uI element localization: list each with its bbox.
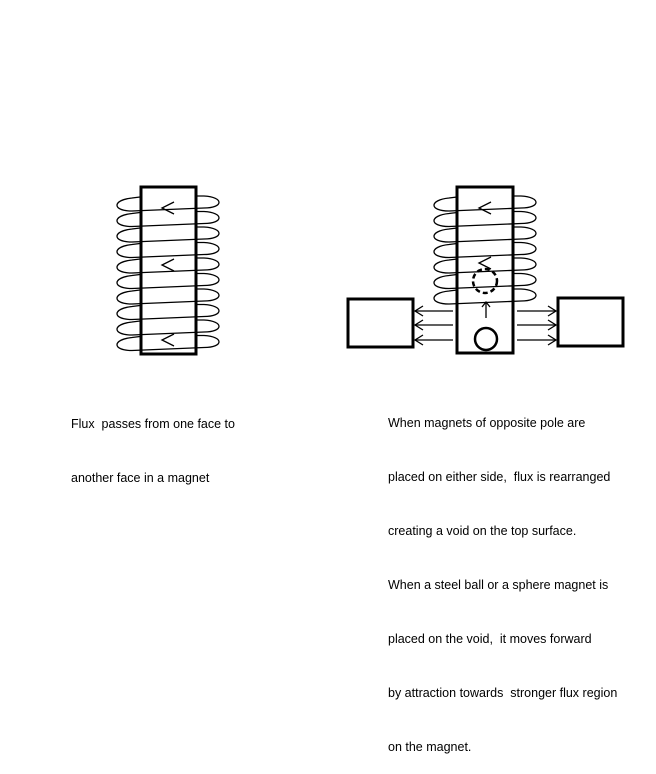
diagram: [116, 185, 625, 356]
right-flux-coils: [433, 195, 537, 305]
left-caption: Flux passes from one face to another fac…: [71, 379, 235, 505]
caption-line: by attraction towards stronger flux regi…: [388, 686, 618, 700]
flux-loop: [116, 241, 220, 259]
flux-loop: [433, 195, 537, 212]
flux-loop: [116, 319, 220, 336]
caption-line: another face in a magnet: [71, 471, 210, 485]
flux-loop: [433, 288, 537, 305]
left-flux-coils: [116, 195, 220, 352]
caption-line: creating a void on the top surface.: [388, 524, 577, 538]
flux-arrow-icon: [477, 201, 492, 215]
flux-loop: [433, 210, 537, 228]
arrow-right-icon: [547, 319, 558, 331]
side-flux-arrows: [413, 305, 558, 346]
left-flux-arrows: [160, 201, 175, 347]
arrow-right-icon: [547, 305, 558, 317]
caption-line: placed on either side, flux is rearrange…: [388, 470, 611, 484]
flux-loop: [116, 226, 220, 243]
caption-line: Flux passes from one face to: [71, 417, 235, 431]
flux-arrow-icon: [477, 256, 492, 270]
left-magnet: [139, 185, 198, 356]
flux-loop: [433, 226, 537, 243]
left-opposite-magnet: [346, 297, 415, 349]
flux-loop: [433, 241, 537, 259]
flux-loop: [116, 195, 220, 212]
caption-line: When a steel ball or a sphere magnet is: [388, 578, 609, 592]
arrow-left-icon: [413, 319, 424, 331]
caption-line: When magnets of opposite pole are: [388, 416, 586, 430]
arrow-right-icon: [547, 334, 558, 346]
flux-loop: [116, 303, 220, 321]
arrow-left-icon: [413, 305, 424, 317]
arrow-left-icon: [413, 334, 424, 346]
flux-arrow-icon: [160, 201, 175, 215]
flux-loop: [116, 210, 220, 228]
right-caption: When magnets of opposite pole are placed…: [388, 378, 617, 774]
right-opposite-magnet: [556, 296, 625, 348]
flux-arrow-icon: [160, 333, 175, 347]
caption-line: on the magnet.: [388, 740, 472, 754]
up-arrow-icon: [481, 300, 491, 318]
right-flux-arrows: [477, 201, 492, 270]
flux-loop: [116, 272, 220, 290]
steel-ball: [473, 326, 499, 352]
flux-loop: [433, 272, 537, 290]
caption-line: placed on the void, it moves forward: [388, 632, 592, 646]
center-magnet: [455, 185, 515, 355]
flux-loop: [116, 288, 220, 305]
void-dashed-circle: [471, 267, 499, 295]
flux-arrow-icon: [160, 258, 175, 272]
flux-loop: [116, 257, 220, 274]
